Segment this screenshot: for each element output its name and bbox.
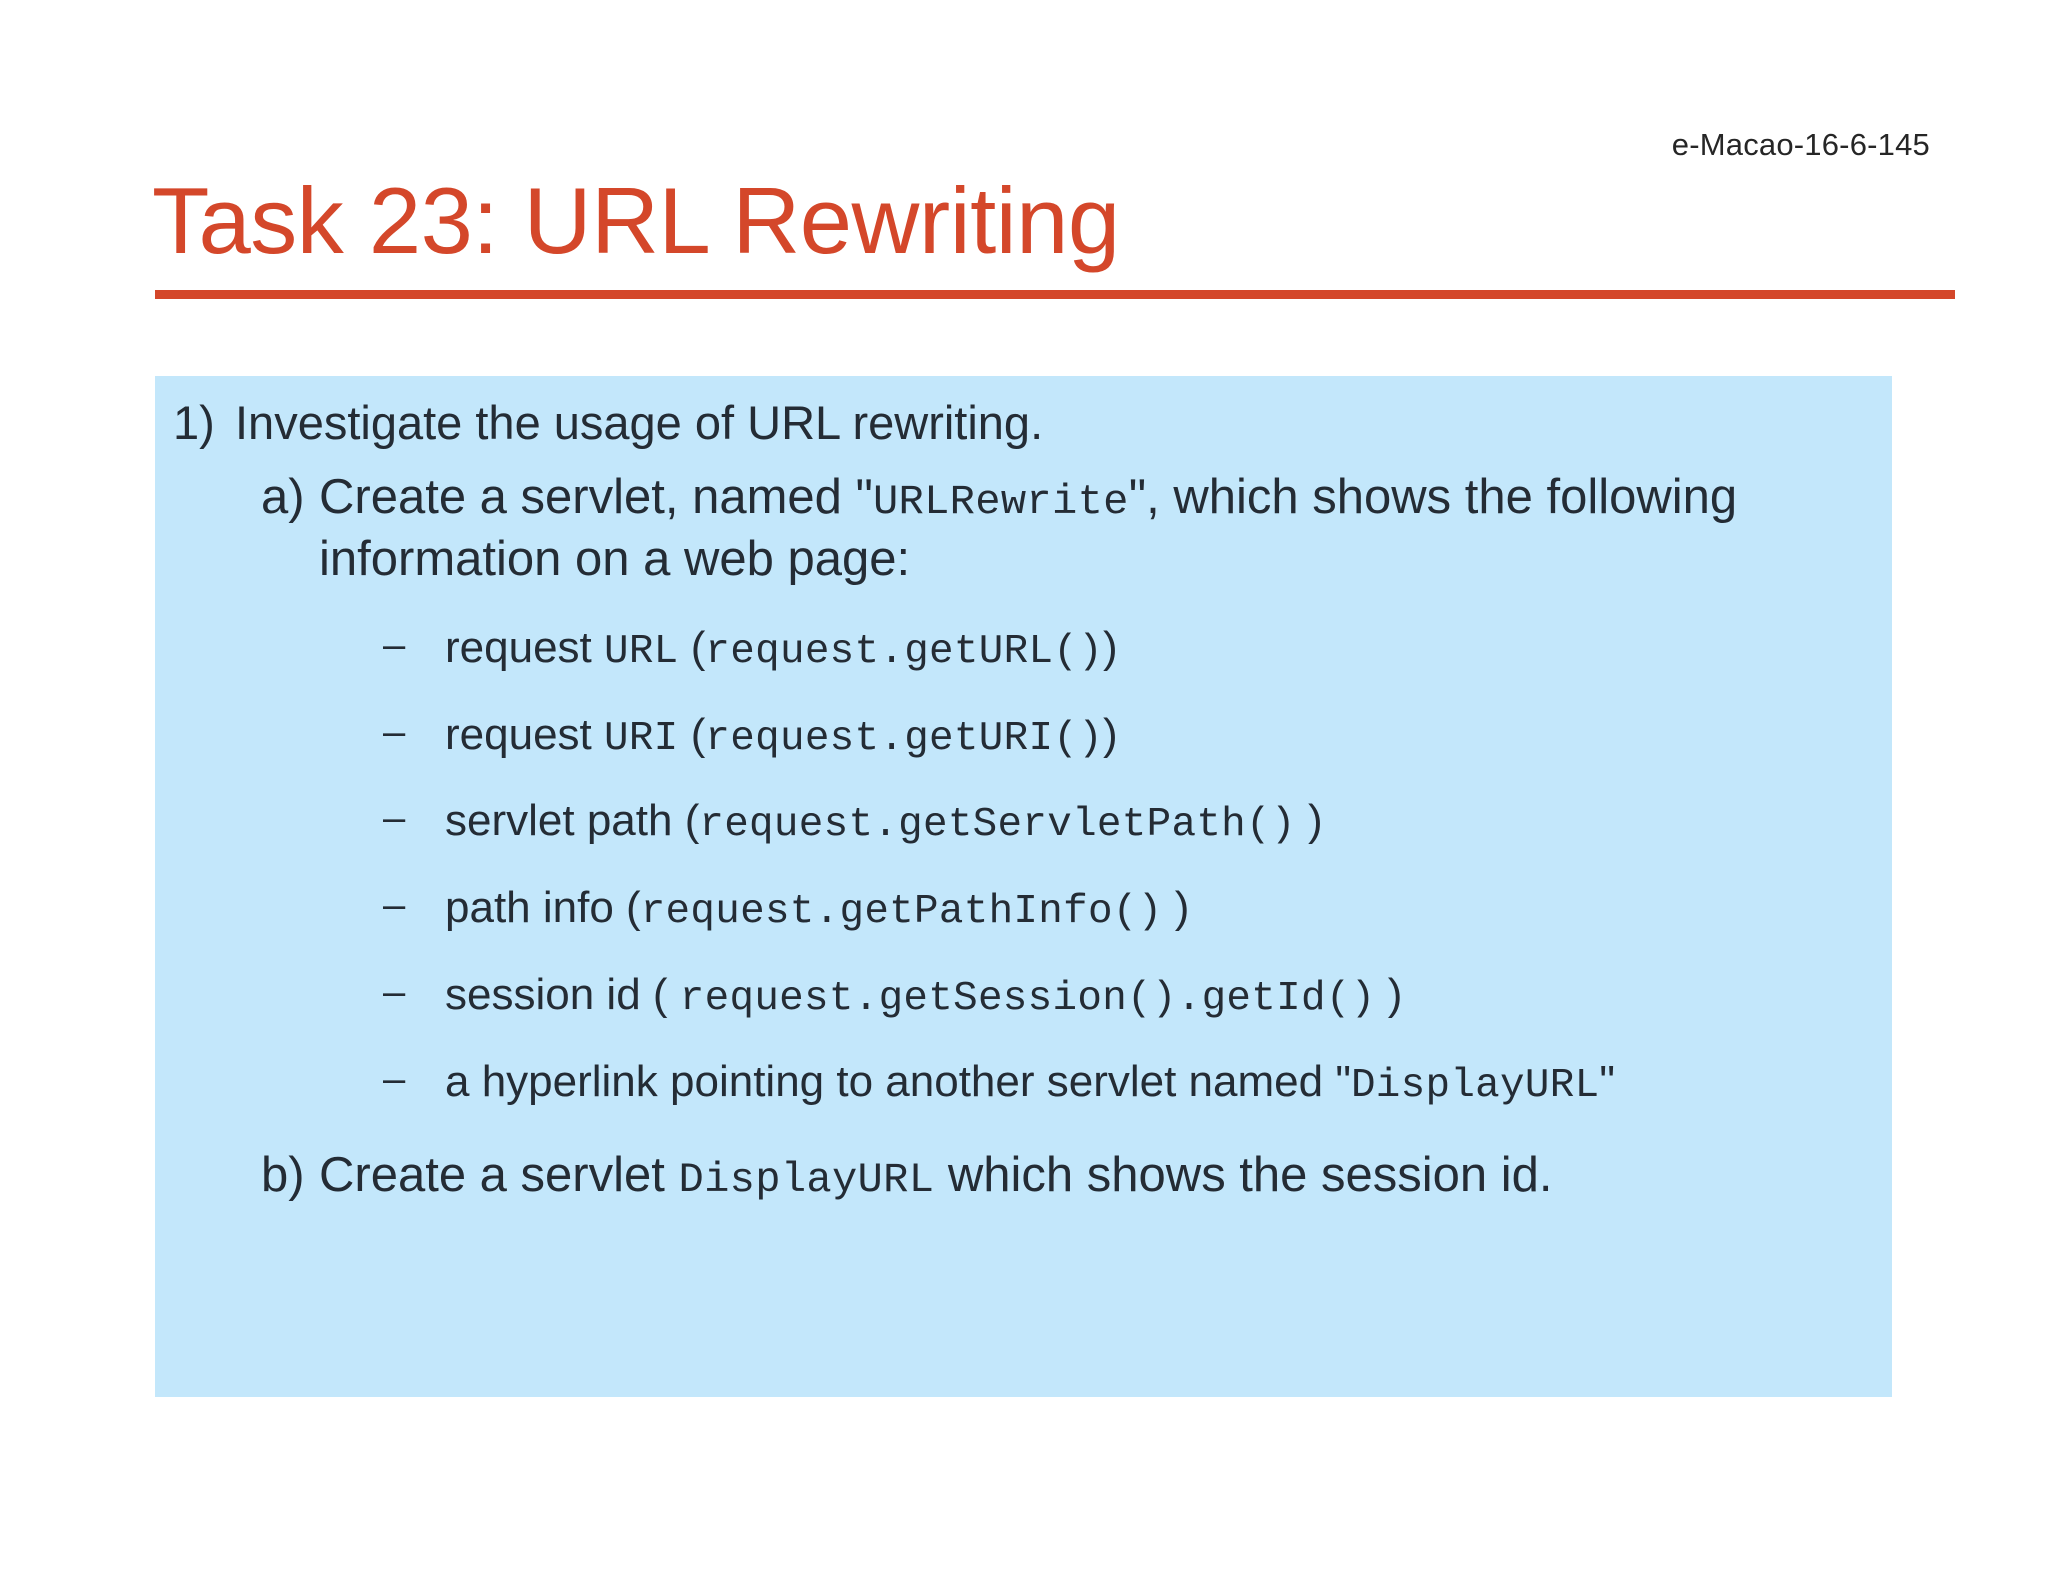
bullet-code-call: request.getPathInfo() bbox=[640, 889, 1163, 936]
list-item-level1: 1) Investigate the usage of URL rewritin… bbox=[155, 392, 1892, 453]
bullet-paren-close: ) bbox=[1103, 709, 1118, 759]
dash-bullet-icon: – bbox=[383, 1056, 406, 1101]
bullet-paren-close: ) bbox=[1162, 883, 1190, 933]
item-b-code-servlet-name: DisplayURL bbox=[678, 1156, 935, 1205]
list-item-bullet: – servlet path (request.getServletPath()… bbox=[155, 794, 1892, 851]
bullet-paren-open: ( bbox=[640, 969, 680, 1019]
bullet-paren-open: ( bbox=[678, 709, 706, 759]
bullet-hyperlink-text-before: a hyperlink pointing to another servlet … bbox=[445, 1056, 1351, 1106]
bullet-paren-close: ) bbox=[1103, 622, 1118, 672]
bullet-hyperlink-text-after: " bbox=[1599, 1056, 1616, 1106]
bullet-hyperlink-code-servlet-name: DisplayURL bbox=[1350, 1062, 1600, 1109]
item-a-code-servlet-name: URLRewrite bbox=[872, 478, 1129, 527]
list-marker-b: b) bbox=[261, 1148, 305, 1203]
bullet-text: path info (request.getPathInfo() ) bbox=[445, 881, 1189, 938]
list-marker-1: 1) bbox=[173, 396, 215, 449]
slide-header-code: e-Macao-16-6-145 bbox=[1671, 127, 1930, 162]
list-item-b: b) Create a servlet DisplayURL which sho… bbox=[155, 1145, 1892, 1207]
bullet-text: request URI (request.getURI()) bbox=[445, 708, 1118, 765]
list-item-bullet: – session id ( request.getSession().getI… bbox=[155, 968, 1892, 1025]
bullet-label: path info bbox=[445, 883, 614, 933]
bullet-paren-open: ( bbox=[678, 622, 706, 672]
list-item-bullet: – request URI (request.getURI()) bbox=[155, 708, 1892, 765]
bullet-text: session id ( request.getSession().getId(… bbox=[445, 968, 1402, 1025]
list-marker-a: a) bbox=[261, 470, 305, 525]
bullet-label: servlet path bbox=[445, 796, 673, 846]
item-a-text-before: Create a servlet, named " bbox=[319, 470, 873, 525]
list-item-b-text: Create a servlet DisplayURL which shows … bbox=[319, 1145, 1553, 1207]
bullet-text: request URL (request.getURL()) bbox=[445, 621, 1118, 678]
list-item-bullet: – path info (request.getPathInfo() ) bbox=[155, 881, 1892, 938]
bullet-label: request bbox=[445, 709, 604, 759]
content-panel: 1) Investigate the usage of URL rewritin… bbox=[155, 376, 1892, 1397]
dash-bullet-icon: – bbox=[383, 796, 406, 841]
bullet-label: session id bbox=[445, 969, 641, 1019]
bullet-code-label: URL bbox=[603, 628, 679, 675]
bullet-code-call: request.getServletPath() bbox=[699, 802, 1296, 849]
item-b-text-before: Create a servlet bbox=[319, 1148, 679, 1203]
list-item-a: a) Create a servlet, named "URLRewrite",… bbox=[155, 467, 1892, 591]
list-item-level1-text: Investigate the usage of URL rewriting. bbox=[235, 396, 1044, 449]
bullet-code-call: request.getSession().getId() bbox=[679, 975, 1376, 1022]
list-item-bullet-hyperlink: – a hyperlink pointing to another servle… bbox=[155, 1055, 1892, 1112]
list-item-a-text: Create a servlet, named "URLRewrite", wh… bbox=[319, 467, 1824, 591]
bullet-paren-open: ( bbox=[672, 796, 700, 846]
bullet-code-call: request.getURI() bbox=[705, 715, 1103, 762]
item-b-text-after: which shows the session id. bbox=[934, 1148, 1553, 1203]
dash-bullet-icon: – bbox=[383, 709, 406, 754]
bullet-code-label: URI bbox=[603, 715, 679, 762]
item-a-text-after: ", which shows the following information… bbox=[319, 470, 1738, 587]
bullet-paren-open: ( bbox=[613, 883, 641, 933]
dash-bullet-icon: – bbox=[383, 969, 406, 1014]
bullet-paren-close: ) bbox=[1295, 796, 1323, 846]
title-underline-rule bbox=[155, 290, 1955, 299]
bullet-text: servlet path (request.getServletPath() ) bbox=[445, 794, 1323, 851]
list-item-bullet: – request URL (request.getURL()) bbox=[155, 621, 1892, 678]
dash-bullet-icon: – bbox=[383, 883, 406, 928]
dash-bullet-icon: – bbox=[383, 622, 406, 667]
bullet-paren-close: ) bbox=[1375, 969, 1403, 1019]
bullet-hyperlink-text: a hyperlink pointing to another servlet … bbox=[445, 1055, 1615, 1112]
page-title: Task 23: URL Rewriting bbox=[152, 168, 1120, 273]
bullet-label: request bbox=[445, 622, 604, 672]
bullet-code-call: request.getURL() bbox=[705, 628, 1103, 675]
